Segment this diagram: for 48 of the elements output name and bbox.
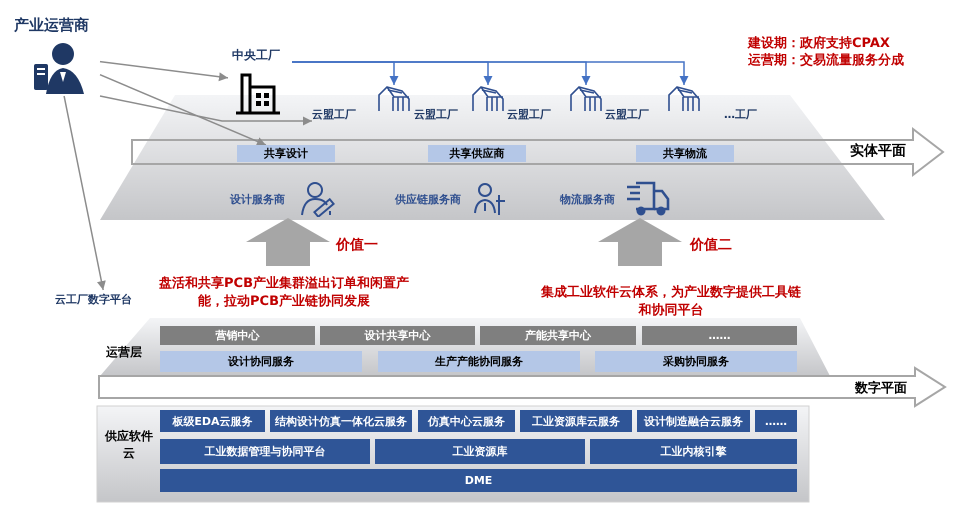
layer-label: 供应软件云 xyxy=(104,428,154,462)
block-arrow xyxy=(598,218,682,266)
center-box: 营销中心 xyxy=(160,326,315,345)
platform-box: DME xyxy=(160,469,797,492)
arrow xyxy=(100,60,228,82)
edge-label: 价值一 xyxy=(336,236,378,254)
role-label: 产业运营商 xyxy=(14,16,89,35)
center-box: …… xyxy=(642,326,797,345)
platform-label: 云工厂数字平台 xyxy=(55,292,132,307)
factory-label: 云盟工厂 xyxy=(605,107,649,122)
service-box: 采购协同服务 xyxy=(595,351,797,372)
provider-label: 供应链服务商 xyxy=(395,192,461,207)
arrow xyxy=(63,96,106,290)
shared-service-box: 共享物流 xyxy=(636,145,734,162)
platform-box: 工业内核引擎 xyxy=(590,439,797,464)
center-box: 产能共享中心 xyxy=(480,326,636,345)
platform-box: 工业数据管理与协同平台 xyxy=(160,439,370,464)
software-box: 仿真中心云服务 xyxy=(418,410,515,432)
plane-label: 实体平面 xyxy=(850,142,906,160)
shared-service-box: 共享设计 xyxy=(237,145,335,162)
factory-label: 云盟工厂 xyxy=(414,107,458,122)
note-text: 运营期：交易流量服务分成 xyxy=(748,52,905,69)
platform-box: 工业资源库 xyxy=(375,439,585,464)
arrow xyxy=(292,61,688,85)
note-text: 建设期：政府支持CPAX xyxy=(748,34,891,52)
software-box: 工业资源库云服务 xyxy=(520,410,632,432)
shared-service-box: 共享供应商 xyxy=(428,145,526,162)
block-arrow xyxy=(246,218,330,266)
software-box: 板级EDA云服务 xyxy=(160,410,265,432)
service-box: 设计协同服务 xyxy=(160,351,362,372)
software-box: 设计制造融合云服务 xyxy=(637,410,750,432)
factory-label: …工厂 xyxy=(724,107,757,122)
software-box: 结构设计仿真一体化云服务 xyxy=(270,410,412,432)
center-box: 设计共享中心 xyxy=(320,326,475,345)
factory-label: 云盟工厂 xyxy=(312,107,356,122)
edge-label: 价值二 xyxy=(690,236,732,254)
factory-label: 云盟工厂 xyxy=(507,107,551,122)
value-text: 集成工业软件云体系，为产业数字提供工具链和协同平台 xyxy=(540,284,802,319)
arrow xyxy=(100,95,312,126)
provider-label: 物流服务商 xyxy=(560,192,615,207)
factory-label: 中央工厂 xyxy=(232,47,280,64)
arrow xyxy=(100,74,266,146)
layer-label: 运营层 xyxy=(106,344,142,361)
value-text: 盘活和共享PCB产业集群溢出订单和闲置产能，拉动PCB产业链协同发展 xyxy=(158,274,410,310)
service-box: 生产产能协同服务 xyxy=(378,351,580,372)
provider-label: 设计服务商 xyxy=(230,192,285,207)
plane-label: 数字平面 xyxy=(855,380,907,397)
software-box: …… xyxy=(755,410,797,432)
